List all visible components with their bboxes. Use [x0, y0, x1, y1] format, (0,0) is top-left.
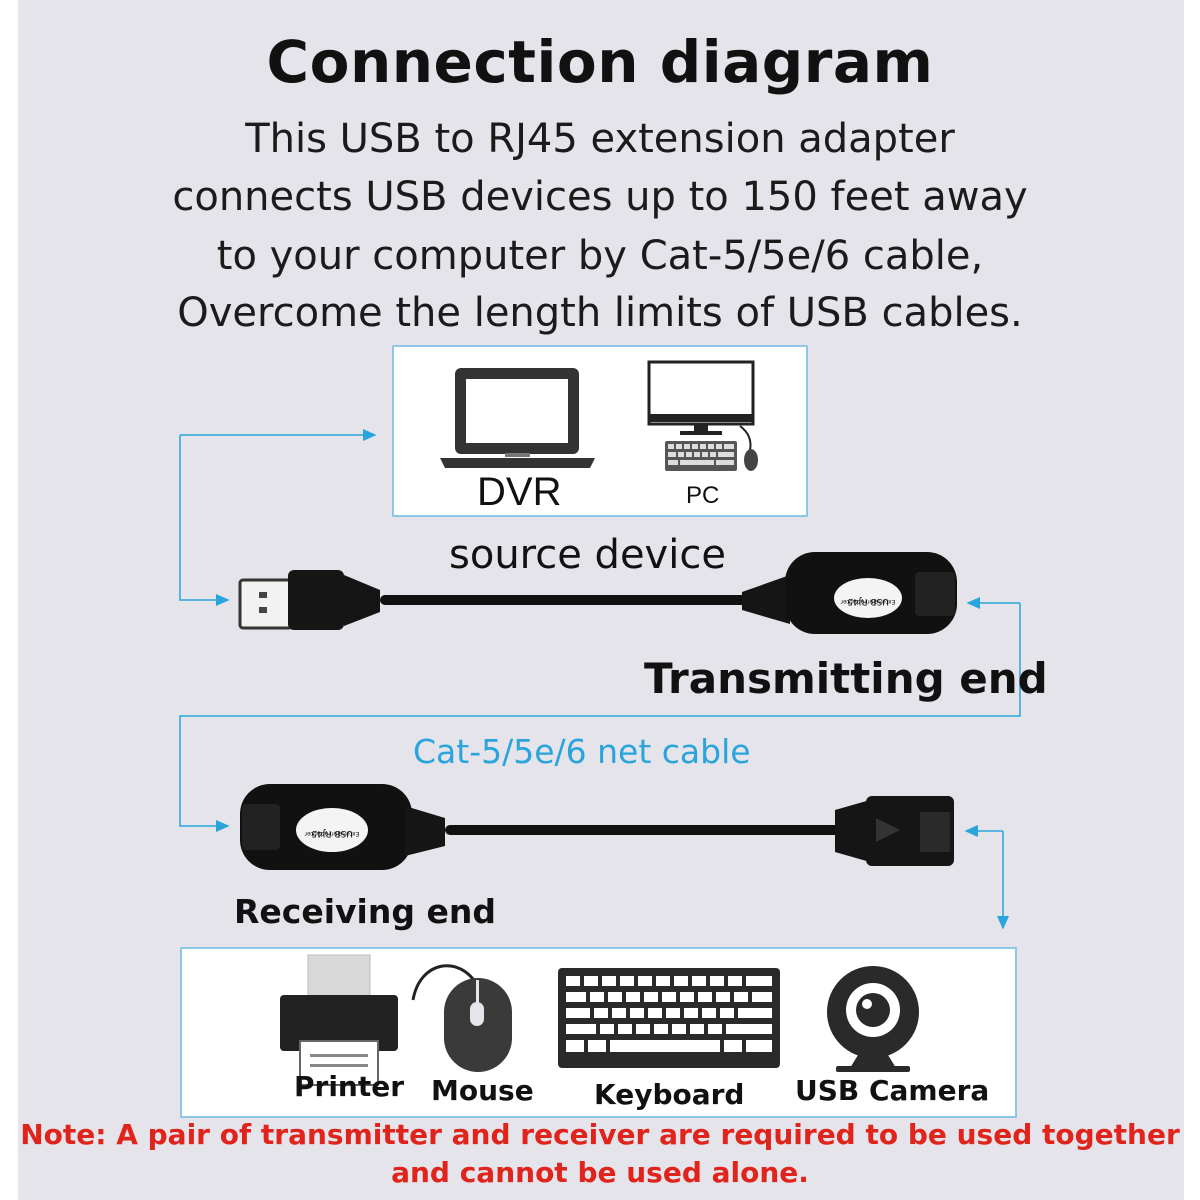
description-line-3: to your computer by Cat-5/5e/6 cable,	[216, 233, 984, 279]
keyboard-icon	[558, 968, 780, 1068]
usb-camera-label: USB Camera	[795, 1074, 990, 1107]
description-line-2: connects USB devices up to 150 feet away	[172, 174, 1028, 220]
laptop-icon	[440, 368, 595, 468]
receiver-adapter-text-2: Extension adapter	[304, 830, 359, 837]
note-line-2: and cannot be used alone.	[391, 1156, 809, 1189]
source-device-label: source device	[449, 532, 726, 578]
pc-label: PC	[686, 482, 720, 509]
receiving-end-label: Receiving end	[234, 892, 496, 931]
description-line-1: This USB to RJ45 extension adapter	[245, 116, 955, 162]
arrow-to-usb-plug	[179, 435, 230, 606]
keyboard-label: Keyboard	[594, 1078, 745, 1111]
note-line-1: Note: A pair of transmitter and receiver…	[20, 1118, 1180, 1151]
transmitting-end-label: Transmitting end	[644, 654, 1048, 703]
description-line-4: Overcome the length limits of USB cables…	[177, 290, 1023, 336]
transmitter-adapter-text-1: USB RJ45	[847, 596, 889, 606]
cable-label: Cat-5/5e/6 net cable	[413, 732, 751, 771]
arrow-cable-to-receiver	[179, 603, 1021, 832]
receiver-adapter	[240, 784, 954, 870]
desktop-pc-icon	[647, 360, 758, 471]
usb-camera-icon	[827, 966, 919, 1072]
printer-icon	[280, 954, 398, 1086]
transmitter-adapter	[238, 552, 957, 634]
page-title: Connection diagram	[266, 28, 934, 96]
dvr-label: DVR	[477, 470, 562, 514]
transmitter-adapter-text-2: Extension adapter	[840, 598, 895, 605]
receiver-adapter-text-1: USB RJ45	[311, 828, 353, 838]
mouse-label: Mouse	[431, 1074, 534, 1107]
printer-label: Printer	[294, 1070, 405, 1103]
mouse-icon	[411, 964, 512, 1072]
